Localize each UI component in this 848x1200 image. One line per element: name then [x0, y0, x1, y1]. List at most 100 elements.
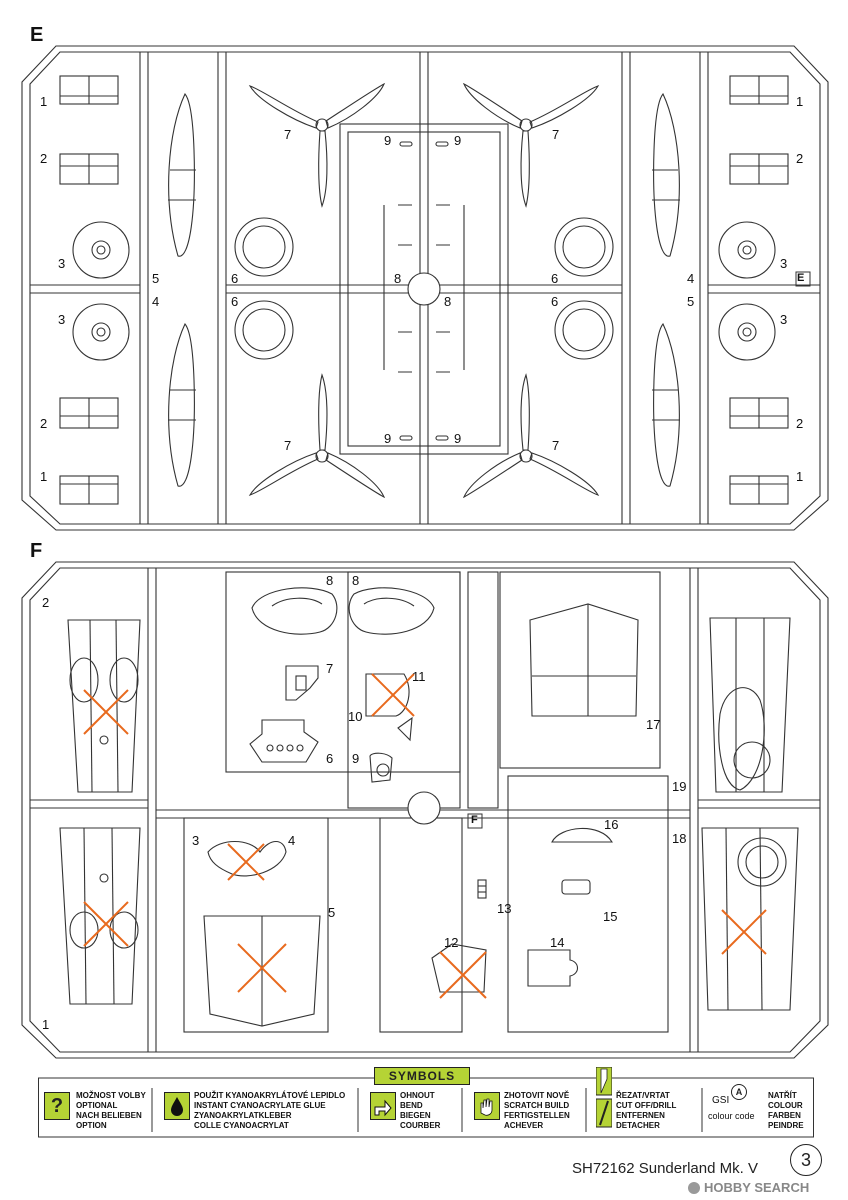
sprue-e-part-3-bottom-left [72, 303, 130, 361]
sprue-f-part-9 [369, 752, 393, 783]
part-label: 10 [348, 709, 363, 724]
part-label: 5 [152, 271, 160, 286]
symbol-paint-text: NATŘÍT COLOUR FARBEN PEINDRE [768, 1091, 804, 1130]
sprue-e-corner-tag: E [797, 272, 805, 284]
sprue-f-part-19 [709, 617, 791, 793]
question-icon: ? [44, 1092, 70, 1120]
sprue-f-part-12 [431, 943, 487, 993]
sprue-e-propeller-top-left [248, 82, 386, 208]
watermark-logo-icon [688, 1182, 700, 1194]
sprue-e-small-parts-9 [399, 141, 449, 441]
sprue-e-part-1-bottom-right [729, 475, 789, 505]
part-label: 15 [603, 909, 618, 924]
symbols-title: SYMBOLS [374, 1067, 470, 1085]
part-label: 3 [780, 312, 788, 327]
glue-drop-icon [164, 1092, 190, 1120]
part-label: 17 [646, 717, 661, 732]
part-label: 1 [42, 1017, 50, 1032]
cut-drill-icon [595, 1066, 613, 1129]
part-label: 6 [231, 271, 239, 286]
sprue-f-hull-1 [59, 827, 141, 1005]
part-label: 4 [152, 294, 160, 309]
sprue-e-part-1-top-right [729, 75, 789, 105]
part-label: 4 [687, 271, 695, 286]
part-label: 2 [796, 416, 804, 431]
part-label: 3 [58, 312, 66, 327]
gsi-label: GSI [712, 1095, 730, 1106]
part-label: 8 [326, 573, 334, 588]
part-label: 2 [796, 151, 804, 166]
symbol-glue-text: POUŽIT KYANOAKRYLÁTOVÉ LEPIDLO INSTANT C… [194, 1091, 346, 1130]
part-label: 18 [672, 831, 687, 846]
part-label: 9 [454, 431, 462, 446]
sprue-e-part-2-bottom-right [729, 397, 789, 429]
sprue-f-part-13 [477, 879, 487, 899]
gsi-color-icon: A [731, 1084, 747, 1100]
part-label: 6 [551, 294, 559, 309]
part-label: 3 [58, 256, 66, 271]
sprue-f-part-16 [551, 827, 613, 843]
part-label: 19 [672, 779, 687, 794]
part-label: 6 [326, 751, 334, 766]
sprue-f-part-11 [365, 673, 410, 717]
part-label: 16 [604, 817, 619, 832]
part-label: 7 [552, 438, 560, 453]
sprue-e-part-3-bottom-right [718, 303, 776, 361]
sprue-f-part-18 [701, 827, 799, 1011]
watermark: HOBBY SEARCH [688, 1180, 809, 1195]
part-label: 7 [284, 438, 292, 453]
colour-code-label: colour code [708, 1111, 755, 1121]
sprue-f-part-14 [527, 949, 579, 987]
sprue-f-letter: F [30, 540, 43, 562]
sprue-f-corner-tag: F [471, 814, 478, 826]
sprue-f-canopy-8-left [251, 587, 338, 635]
sprue-e-ring-6-c [554, 217, 614, 277]
part-label: 7 [552, 127, 560, 142]
sprue-e-part-2-bottom-left [59, 397, 119, 429]
part-label: 2 [40, 416, 48, 431]
sprue-e-float-4-right [652, 92, 680, 257]
part-label: 2 [40, 151, 48, 166]
sprue-f-part-7 [285, 665, 319, 701]
part-label: 1 [40, 469, 48, 484]
part-label: 6 [231, 294, 239, 309]
sprue-e-part-1-bottom-left [59, 475, 119, 505]
sprue-f-part-5 [203, 915, 321, 1027]
sprue-f-part-3-4 [207, 840, 287, 877]
sprue-f-part-15 [561, 879, 591, 895]
hand-icon [474, 1092, 500, 1120]
sprue-e-propeller-bottom-left [248, 373, 386, 499]
part-label: 9 [384, 133, 392, 148]
watermark-text: HOBBY SEARCH [704, 1180, 810, 1195]
page-number: 3 [790, 1144, 822, 1176]
symbol-optional-text: MOŽNOST VOLBY OPTIONAL NACH BELIEBEN OPT… [76, 1091, 146, 1130]
part-label: 9 [352, 751, 360, 766]
sprue-f-part-17 [529, 603, 639, 717]
footer-title: SH72162 Sunderland Mk. V [572, 1160, 758, 1177]
sprue-e-small-parts-8 [383, 204, 465, 373]
sprue-e-part-1-top-left [59, 75, 119, 105]
sprue-e-float-4-left [168, 322, 196, 487]
part-label: 3 [780, 256, 788, 271]
part-label: 2 [42, 595, 50, 610]
sprue-f-hull-2 [67, 619, 141, 793]
sprue-e-float-5-left [168, 92, 196, 257]
part-label: 7 [326, 661, 334, 676]
sprue-f-part-10 [397, 716, 413, 742]
part-label: 5 [328, 905, 336, 920]
sprue-e-part-3-top-left [72, 221, 130, 279]
part-label: 8 [394, 271, 402, 286]
part-label: 8 [352, 573, 360, 588]
part-label: 9 [384, 431, 392, 446]
part-label: 1 [796, 94, 804, 109]
part-label: 3 [192, 833, 200, 848]
part-label: 13 [497, 901, 512, 916]
sprue-f-inner-frame [29, 567, 821, 1053]
part-label: 12 [444, 935, 459, 950]
bend-icon [370, 1092, 396, 1120]
symbol-cut-text: ŘEZAT/VRTAT CUT OFF/DRILL ENTFERNEN DETA… [616, 1091, 677, 1130]
sprue-e-float-5-right [652, 322, 680, 487]
sprue-e-part-2-top-left [59, 153, 119, 185]
part-label: 6 [551, 271, 559, 286]
